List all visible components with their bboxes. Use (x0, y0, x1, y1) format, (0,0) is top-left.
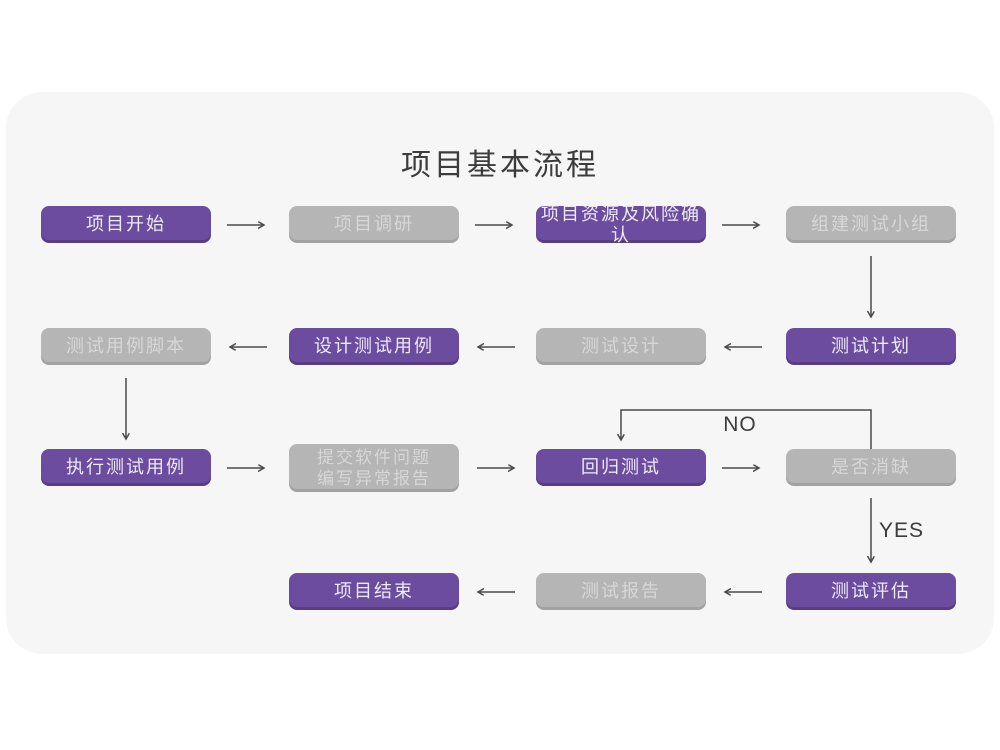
node-test-plan: 测试计划 (786, 328, 956, 365)
node-project-start: 项目开始 (41, 206, 211, 243)
node-submit-issue-report: 提交软件问题 编写异常报告 (289, 444, 459, 492)
node-project-research: 项目调研 (289, 206, 459, 243)
flowchart-card (6, 92, 994, 654)
edge-label-no: NO (723, 413, 757, 436)
node-regression-test: 回归测试 (536, 449, 706, 486)
node-test-evaluation: 测试评估 (786, 573, 956, 610)
node-test-design: 测试设计 (536, 328, 706, 365)
node-design-test-cases: 设计测试用例 (289, 328, 459, 365)
node-project-resources-risk: 项目资源及风险确认 (536, 204, 706, 245)
edge-label-yes: YES (879, 519, 925, 542)
node-execute-test-cases: 执行测试用例 (41, 449, 211, 486)
node-defect-cleared: 是否消缺 (786, 449, 956, 486)
node-test-report: 测试报告 (536, 573, 706, 610)
node-build-test-team: 组建测试小组 (786, 206, 956, 243)
node-test-case-script: 测试用例脚本 (41, 328, 211, 365)
page-title: 项目基本流程 (401, 149, 599, 182)
node-project-end: 项目结束 (289, 573, 459, 610)
